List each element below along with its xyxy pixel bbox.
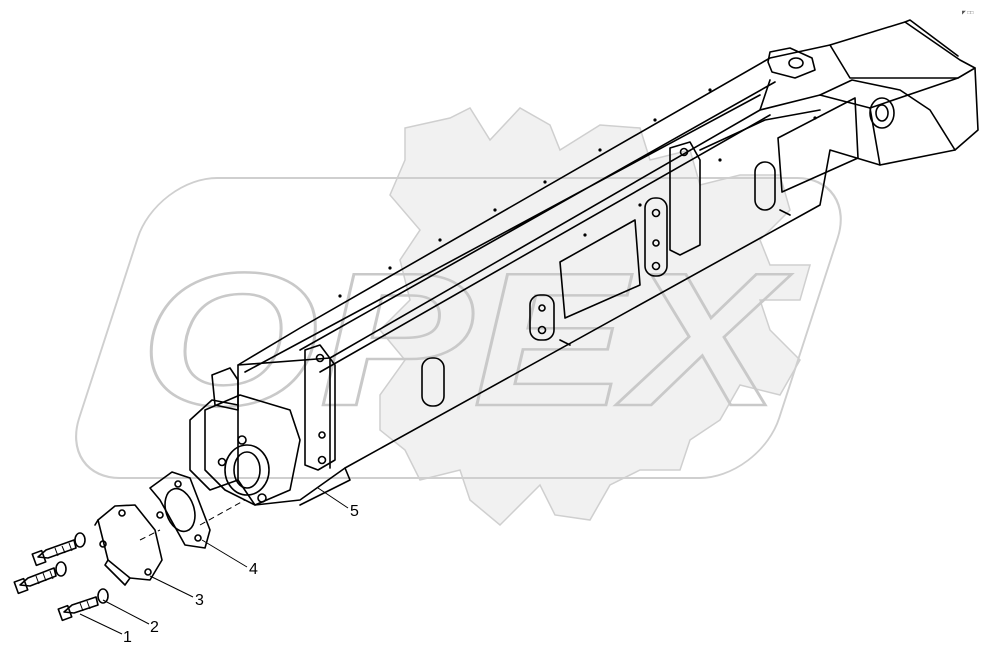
- washer: [74, 532, 86, 548]
- cover-plate: [94, 504, 163, 586]
- bolt: [57, 596, 99, 622]
- watermark-frame: [75, 177, 842, 479]
- exhaust-manifold: [189, 19, 979, 506]
- washer: [97, 588, 109, 604]
- washer: [55, 561, 67, 577]
- callout-number: 1: [123, 629, 132, 646]
- callout-2: 2: [102, 599, 159, 636]
- watermark-logo-text: OPEX: [140, 234, 792, 446]
- bolt-group: [13, 532, 109, 622]
- watermark-gear-icon: [378, 107, 811, 527]
- callout-number: 3: [195, 592, 204, 609]
- rivet-row: [338, 88, 817, 298]
- callout-3: 3: [149, 575, 204, 609]
- callout-number: 5: [350, 503, 359, 520]
- callout-number: 2: [150, 619, 159, 636]
- watermark: OPEX: [75, 107, 842, 527]
- corner-mark: ◤ □□: [962, 10, 973, 16]
- callout-1: 1: [79, 613, 132, 646]
- bolt: [31, 539, 77, 567]
- callout-4: 4: [201, 539, 258, 578]
- gasket: [149, 471, 211, 549]
- callout-5: 5: [317, 487, 359, 520]
- bolt: [13, 567, 57, 595]
- assembly-axis-line: [139, 499, 246, 541]
- callout-number: 4: [249, 561, 258, 578]
